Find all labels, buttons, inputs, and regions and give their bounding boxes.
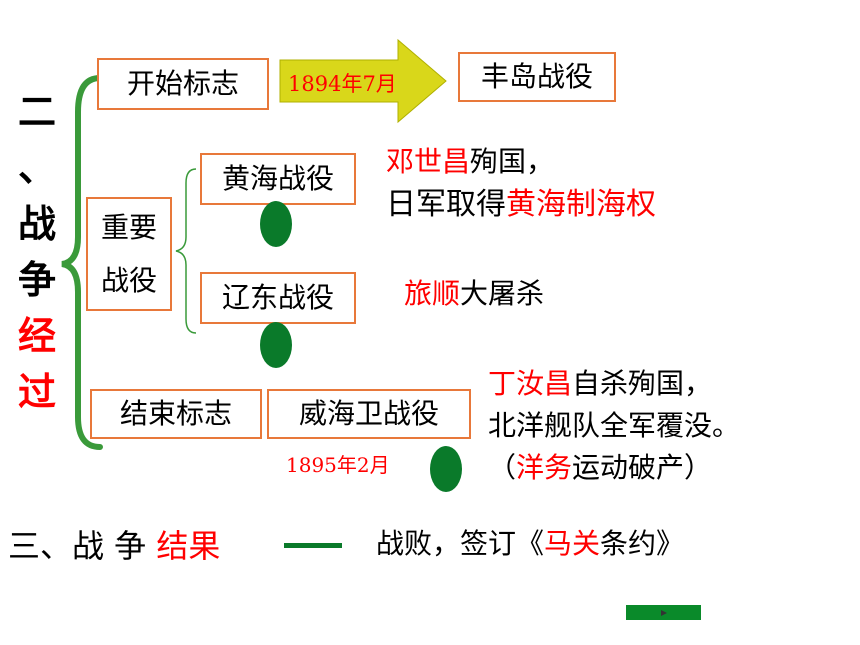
end-note-line3: （洋务运动破产） (488, 451, 713, 484)
end-label: 结束标志 (119, 397, 232, 430)
end-battle-box: 威海卫战役 (267, 389, 471, 439)
title-char: 二 (17, 90, 56, 134)
start-battle-box: 丰岛战役 (458, 52, 616, 102)
major-label-box: 重要 战役 (86, 197, 172, 311)
result-dash (284, 543, 342, 548)
section-title-vertical: 二 、 战 争 经 过 (14, 90, 60, 428)
start-label: 开始标志 (126, 67, 239, 100)
end-note-line1: 丁汝昌自杀殉国， (488, 367, 713, 400)
major-label-line2: 战役 (100, 264, 157, 297)
end-label-box: 结束标志 (90, 389, 262, 439)
title-char: 过 (17, 370, 56, 414)
green-dot (260, 322, 292, 368)
section3-label: 三、战 争 结果 (8, 527, 221, 565)
play-button[interactable] (626, 605, 701, 620)
huanghai-name: 黄海战役 (221, 162, 334, 195)
liaodong-name: 辽东战役 (221, 281, 334, 314)
title-char: 战 (17, 202, 56, 246)
green-dot (260, 201, 292, 247)
end-note-line2: 北洋舰队全军覆没。 (488, 409, 741, 442)
liaodong-note: 旅顺大屠杀 (404, 277, 545, 310)
end-date: 1895年2月 (286, 453, 390, 477)
play-icon (660, 609, 667, 616)
huanghai-note-line2: 日军取得黄海制海权 (386, 187, 656, 222)
title-char: 、 (17, 146, 56, 190)
green-dot (430, 446, 462, 492)
title-char: 争 (17, 258, 56, 302)
start-battle: 丰岛战役 (480, 60, 593, 93)
liaodong-box: 辽东战役 (200, 272, 356, 324)
huanghai-box: 黄海战役 (200, 153, 356, 205)
small-brace (175, 168, 197, 334)
start-date: 1894年7月 (288, 72, 397, 96)
huanghai-note-line1: 邓世昌殉国， (386, 145, 555, 178)
start-label-box: 开始标志 (97, 58, 269, 110)
title-char: 经 (17, 314, 56, 358)
main-brace (61, 75, 103, 450)
section3-result: 战败，签订《马关条约》 (376, 527, 685, 560)
end-battle: 威海卫战役 (298, 397, 439, 430)
arrow-shape (279, 38, 447, 124)
major-label-line1: 重要 (100, 210, 157, 244)
